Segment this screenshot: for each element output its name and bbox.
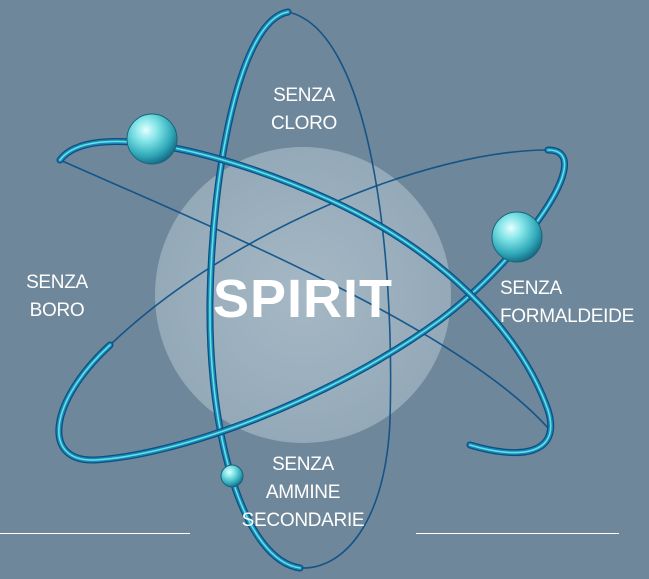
label-bottom-line-2: AMMINE: [265, 482, 341, 503]
orbit-vertical-back: [287, 11, 392, 569]
orbit-diagonal-back: [59, 159, 549, 429]
label-right-line-2: FORMALDEIDE: [500, 306, 634, 327]
label-senza-formaldeide: SENZA FORMALDEIDE: [500, 275, 649, 331]
label-top-line-1: SENZA: [273, 85, 335, 106]
label-bottom-line-1: SENZA: [272, 454, 334, 475]
label-left-line-1: SENZA: [26, 272, 88, 293]
diagram-title: SPIRIT: [212, 269, 394, 329]
label-senza-cloro: SENZA CLORO: [244, 82, 364, 138]
orbit-reverse-back: [109, 149, 549, 346]
electron-bottom: [220, 464, 244, 488]
label-top-line-2: CLORO: [270, 113, 338, 134]
label-right-line-1: SENZA: [500, 278, 562, 299]
label-bottom-line-3: SECONDARIE: [241, 510, 365, 531]
electron-top-left: [126, 113, 178, 165]
divider-right: [416, 533, 619, 534]
divider-left: [0, 533, 190, 534]
label-senza-ammine-secondarie: SENZA AMMINE SECONDARIE: [222, 451, 384, 535]
electron-right: [491, 211, 543, 263]
label-left-line-2: BORO: [29, 300, 85, 321]
label-senza-boro: SENZA BORO: [12, 269, 102, 325]
